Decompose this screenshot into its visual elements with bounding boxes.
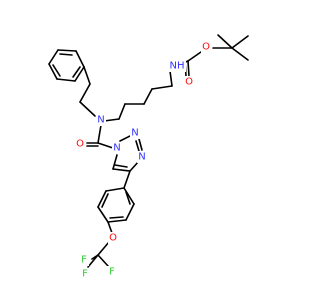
bond [52,64,61,77]
bond [59,53,73,56]
bond [79,83,91,103]
fluorine-label: F [81,255,87,266]
bond [125,203,135,221]
bond [109,216,124,219]
bond [57,49,77,52]
bonds [48,34,249,268]
bond [97,142,114,149]
fluorine-label: F [109,267,115,278]
bond [187,60,190,77]
oxygen-label: O [202,42,210,53]
bond [187,51,202,62]
bond [135,140,140,152]
bond [48,49,59,65]
bond [97,206,109,223]
bond [123,170,131,189]
nitrogen-label: N [113,143,120,154]
bond [151,85,173,90]
bond [105,187,125,192]
bond [114,164,128,168]
nh-label: NH [170,61,185,72]
bond [48,63,58,80]
bond [79,101,96,117]
atom-labels: NH O O N O N N N O F F F [75,41,211,280]
bond [97,254,109,267]
bond [103,118,120,122]
fluorine-label: F [82,269,88,280]
bond [72,66,81,78]
bond [231,47,249,61]
oxygen-label: O [185,77,193,88]
bond [87,254,99,268]
bond [138,138,143,151]
structure-canvas: NH O O N O N N N O F F F [48,34,249,280]
bond [125,191,131,205]
bond [112,168,131,172]
bond [217,34,233,49]
bond [231,35,249,49]
bond [75,50,85,68]
bond [123,187,135,205]
bond [74,66,85,82]
oxygen-label: O [76,139,84,150]
bond [143,88,153,105]
bond [107,219,127,223]
nitrogen-label: N [131,128,138,139]
oxygen-label: O [109,233,117,244]
bond [119,135,131,142]
nitrogen-label: N [138,152,145,163]
bond [107,221,113,234]
bond [97,241,110,256]
bond [101,193,109,208]
bond [97,124,102,144]
bond [112,154,118,170]
molecule-drawing: NH O O N O N N N O F F F [48,34,249,280]
bond [169,70,173,87]
bond [56,78,76,82]
bond [118,103,126,120]
nitrogen-label: N [97,115,104,126]
bond [83,66,91,85]
bond [97,190,107,208]
